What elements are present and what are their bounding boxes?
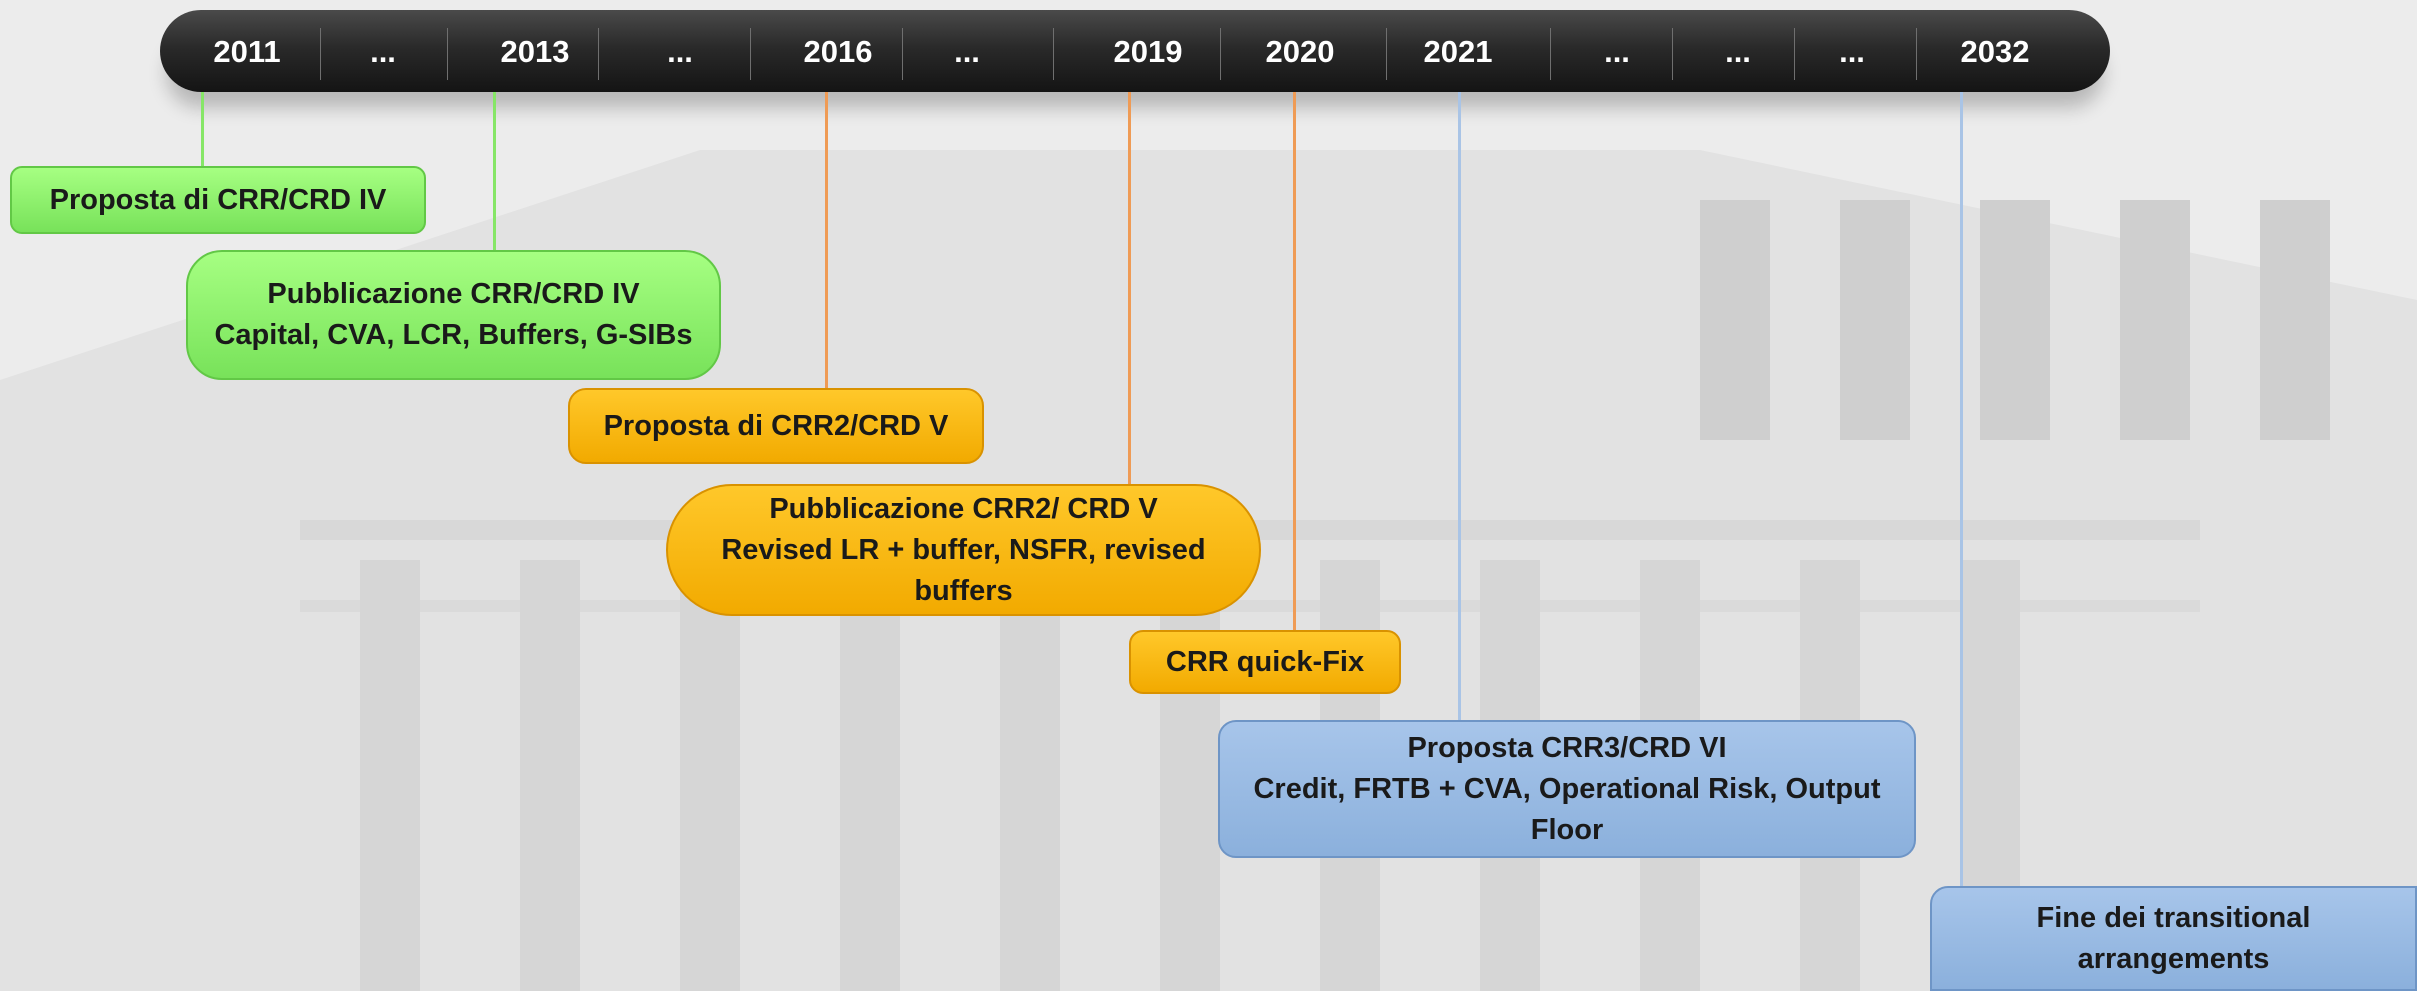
timeline-separator — [1386, 28, 1387, 80]
event-line: Credit, FRTB + CVA, Operational Risk, Ou… — [1253, 772, 1881, 805]
timeline-separator — [598, 28, 599, 80]
timeline-separator — [1672, 28, 1673, 80]
connector-line-transitional-end — [1960, 92, 1963, 888]
event-line: Proposta di CRR/CRD IV — [49, 183, 387, 216]
event-line: Proposta di CRR2/CRD V — [603, 409, 949, 442]
event-line: Pubblicazione CRR2/ CRD V — [769, 492, 1158, 525]
timeline-separator — [1550, 28, 1551, 80]
event-crr2-publication: Pubblicazione CRR2/ CRD V Revised LR + b… — [666, 484, 1261, 616]
timeline-year-2021: 2021 — [1423, 34, 1493, 69]
timeline-year-2032: 2032 — [1960, 34, 2030, 69]
timeline-year-2011: 2011 — [213, 34, 281, 69]
event-crr-proposal: Proposta di CRR/CRD IV — [10, 166, 426, 234]
timeline-ellipsis: ... — [1725, 34, 1751, 69]
event-crr3-proposal: Proposta CRR3/CRD VI Credit, FRTB + CVA,… — [1218, 720, 1916, 858]
connector-line-crr-quick-fix — [1293, 92, 1296, 632]
event-line: Pubblicazione CRR/CRD IV — [267, 278, 640, 310]
timeline-bar — [160, 10, 2110, 92]
timeline-year-2019: 2019 — [1113, 34, 1183, 69]
event-crr2-proposal: Proposta di CRR2/CRD V — [568, 388, 984, 464]
timeline-separator — [750, 28, 751, 80]
timeline-ellipsis: ... — [1839, 34, 1865, 69]
connector-line-crr-proposal — [201, 92, 204, 168]
timeline-ellipsis: ... — [370, 34, 396, 69]
timeline-year-2013: 2013 — [500, 34, 570, 69]
timeline-separator — [902, 28, 903, 80]
timeline-separator — [1220, 28, 1221, 80]
event-line: buffers — [914, 574, 1013, 607]
event-line: Proposta CRR3/CRD VI — [1407, 731, 1727, 764]
timeline-separator — [1916, 28, 1917, 80]
event-line: Revised LR + buffer, NSFR, revised — [721, 533, 1206, 566]
event-line: Capital, CVA, LCR, Buffers, G-SIBs — [214, 319, 693, 351]
timeline-separator — [1794, 28, 1795, 80]
event-line: CRR quick-Fix — [1165, 645, 1365, 678]
timeline-separator — [447, 28, 448, 80]
event-crr-publication: Pubblicazione CRR/CRD IV Capital, CVA, L… — [186, 250, 721, 380]
event-crr-quick-fix: CRR quick-Fix — [1129, 630, 1401, 694]
connector-line-crr-publication — [493, 92, 496, 252]
connector-line-crr2-proposal — [825, 92, 828, 390]
connector-line-crr3-proposal — [1458, 92, 1461, 722]
timeline-separator — [1053, 28, 1054, 80]
connector-line-crr2-publication — [1128, 92, 1131, 487]
timeline-ellipsis: ... — [954, 34, 980, 69]
event-line: Fine dei transitional — [2036, 901, 2311, 934]
event-line: Floor — [1530, 813, 1604, 846]
timeline-ellipsis: ... — [667, 34, 693, 69]
timeline-ellipsis: ... — [1604, 34, 1630, 69]
event-transitional-end: Fine dei transitional arrangements — [1930, 886, 2417, 991]
timeline-separator — [320, 28, 321, 80]
timeline-year-2020: 2020 — [1265, 34, 1335, 69]
timeline-year-2016: 2016 — [803, 34, 873, 69]
event-line: arrangements — [2077, 942, 2270, 975]
